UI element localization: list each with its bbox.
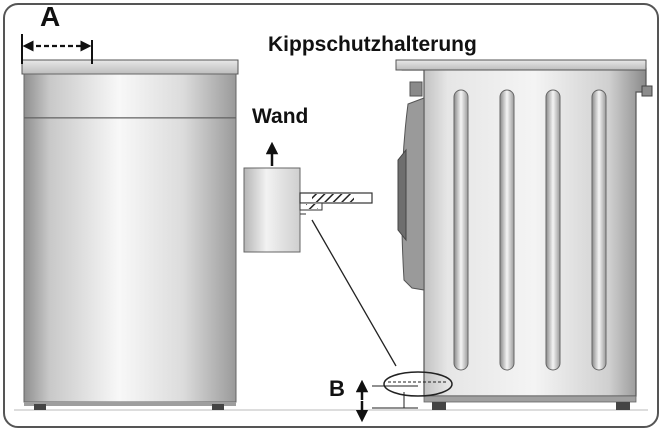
foot-front bbox=[432, 402, 446, 410]
foot-rear bbox=[616, 402, 630, 410]
side-rib bbox=[545, 89, 561, 371]
appliance-front-view bbox=[21, 59, 239, 410]
wall-label: Wand bbox=[252, 105, 309, 128]
dimension-b-label: B bbox=[329, 376, 345, 401]
side-rib bbox=[499, 89, 515, 371]
appliance-side-view bbox=[395, 59, 653, 410]
wall-section bbox=[243, 167, 301, 253]
bracket-detail-callout bbox=[372, 371, 453, 409]
anti-tip-bracket bbox=[299, 192, 373, 215]
dimension-a bbox=[21, 34, 93, 64]
foot-right bbox=[212, 404, 224, 410]
detail-leader-line bbox=[311, 219, 397, 367]
side-rib bbox=[591, 89, 607, 371]
diagram-title: Kippschutzhalterung bbox=[268, 33, 477, 56]
foot-left bbox=[34, 404, 46, 410]
dimension-a-label: A bbox=[40, 1, 61, 32]
side-rib bbox=[453, 89, 469, 371]
